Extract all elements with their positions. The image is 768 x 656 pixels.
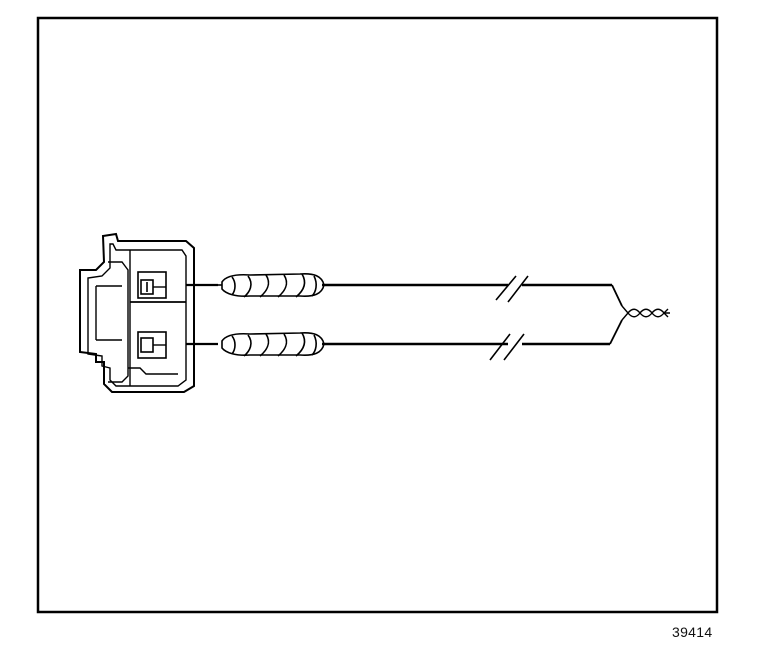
terminal-1 (137, 271, 167, 299)
connector-housing (79, 232, 195, 393)
connector (79, 232, 195, 393)
wire-break-mark (495, 275, 529, 303)
twisted-pair (621, 305, 670, 321)
terminal-cavity-inner (95, 285, 122, 341)
wire-seal-2 (221, 332, 325, 357)
figure-number: 39414 (672, 624, 713, 640)
terminal-2 (137, 331, 167, 359)
wire-seal-1 (218, 273, 325, 298)
diagram-frame (36, 16, 719, 614)
connector-inner-housing (87, 243, 187, 387)
connector-latch (128, 367, 178, 375)
wire-break-mark (489, 333, 525, 361)
terminal-cavity (108, 261, 129, 383)
wire-2 (186, 319, 623, 361)
wire-1 (186, 275, 623, 307)
